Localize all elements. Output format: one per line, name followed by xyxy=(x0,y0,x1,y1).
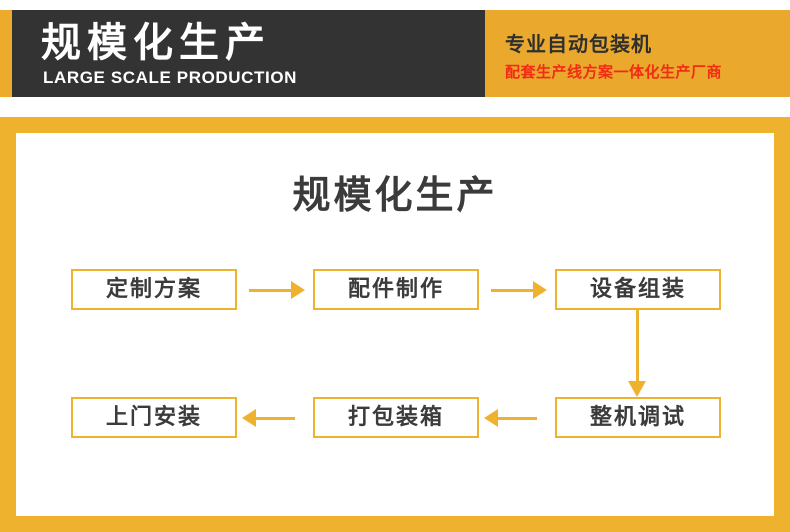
header-band: 规模化生产 LARGE SCALE PRODUCTION 专业自动包装机 配套生… xyxy=(0,10,790,97)
flow-row-bottom: 上门安装 打包装箱 整机调试 xyxy=(16,397,774,438)
arrow-step3-to-step4-head-icon xyxy=(628,381,646,397)
arrow-step4-to-step5-line xyxy=(491,417,537,420)
arrow-step1-to-step2-line xyxy=(249,289,295,292)
arrow-step5-to-step6-line xyxy=(249,417,295,420)
page-title: 规模化生产 xyxy=(292,173,498,217)
arrow-step3-to-step4-line xyxy=(636,310,639,386)
header-dark-panel: 规模化生产 LARGE SCALE PRODUCTION xyxy=(12,10,485,97)
header-yellow-panel: 专业自动包装机 配套生产线方案一体化生产厂商 xyxy=(485,10,790,97)
header-title-english: LARGE SCALE PRODUCTION xyxy=(43,68,298,87)
production-flow-diagram: 定制方案 配件制作 设备组装 上门安装 打包装箱 xyxy=(16,253,774,463)
arrow-step4-to-step5-head-icon xyxy=(484,409,498,427)
flow-step-onsite-installation: 上门安装 xyxy=(71,397,237,438)
flow-step-parts-manufacturing: 配件制作 xyxy=(313,269,479,310)
flow-step-packing-crating: 打包装箱 xyxy=(313,397,479,438)
arrow-step5-to-step6-head-icon xyxy=(242,409,256,427)
flow-row-top: 定制方案 配件制作 设备组装 xyxy=(16,269,774,310)
header-left-accent-strip xyxy=(0,10,12,97)
arrow-step1-to-step2-head-icon xyxy=(291,281,305,299)
header-subtitle-main: 专业自动包装机 xyxy=(505,32,652,56)
flow-step-equipment-assembly: 设备组装 xyxy=(555,269,721,310)
arrow-step2-to-step3-head-icon xyxy=(533,281,547,299)
flow-step-machine-debugging: 整机调试 xyxy=(555,397,721,438)
header-title-chinese: 规模化生产 xyxy=(41,20,271,66)
content-frame-inner: 规模化生产 定制方案 配件制作 设备组装 上门安装 xyxy=(16,133,774,516)
header-subtitle-highlight: 配套生产线方案一体化生产厂商 xyxy=(505,63,723,81)
arrow-step2-to-step3-line xyxy=(491,289,537,292)
flow-step-custom-plan: 定制方案 xyxy=(71,269,237,310)
content-frame: 规模化生产 定制方案 配件制作 设备组装 上门安装 xyxy=(0,117,790,532)
